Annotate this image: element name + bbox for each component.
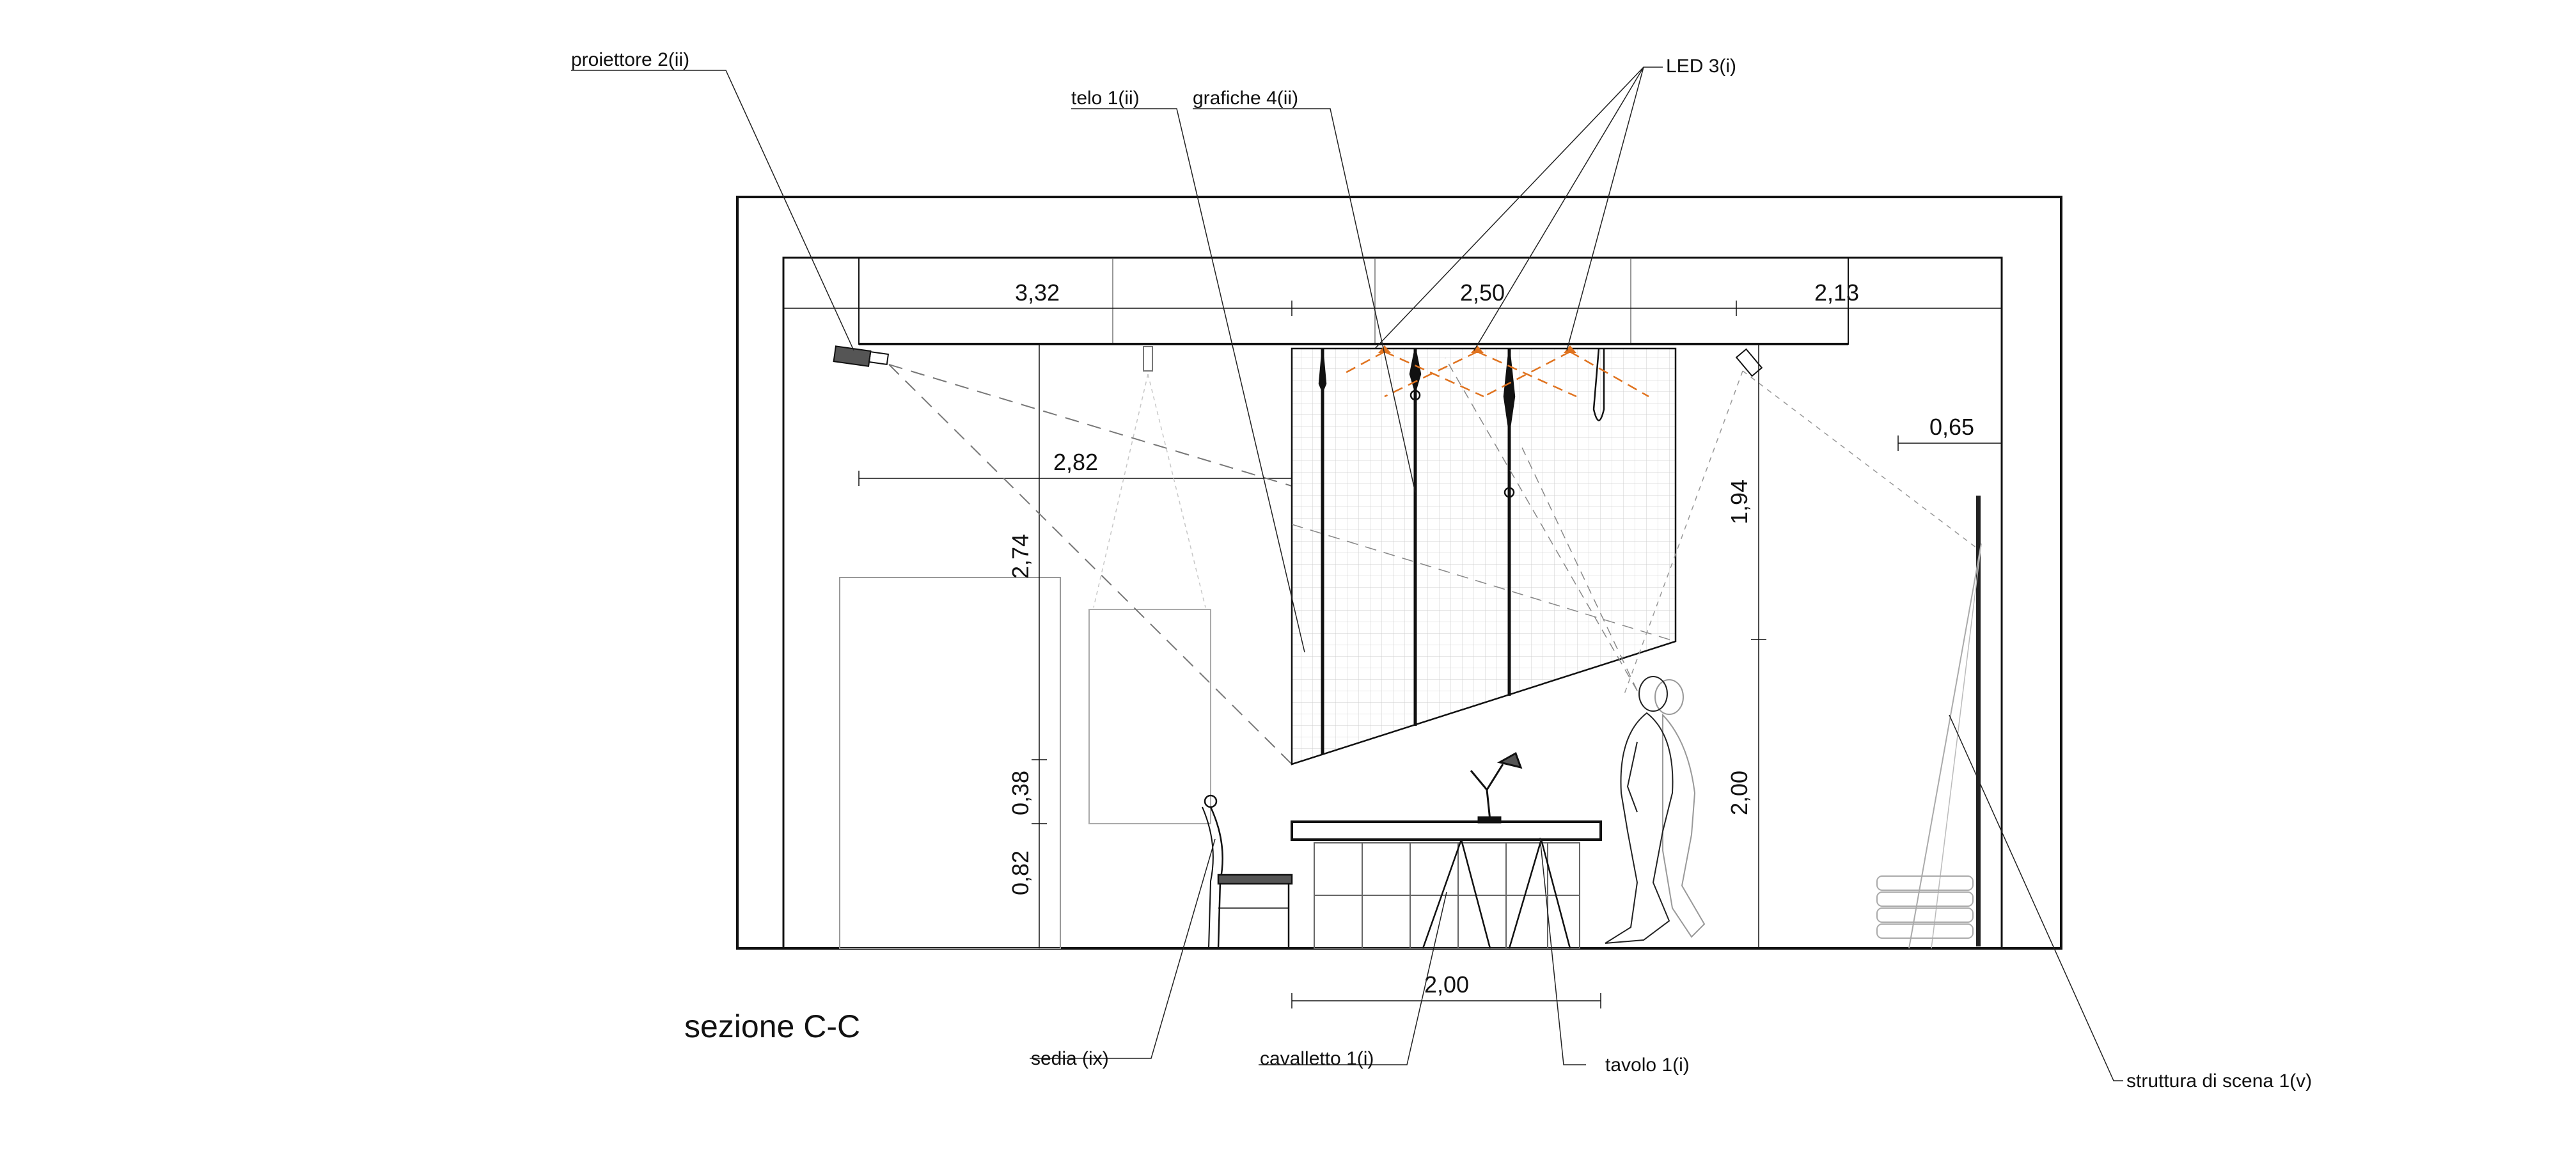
label-led: LED 3(i)	[1666, 56, 1736, 77]
dimension-height-lower: 0,82	[1007, 851, 1033, 895]
door	[839, 577, 1061, 949]
label-struttura: struttura di scena 1(v)	[2126, 1071, 2312, 1092]
trestle	[1422, 839, 1571, 949]
dimension-top-left: 3,32	[1015, 279, 1060, 306]
dimension-projector-offset: 2,82	[1053, 449, 1098, 475]
label-telo: telo 1(ii)	[1071, 88, 1140, 109]
label-proiettore: proiettore 2(ii)	[571, 49, 689, 70]
table-width-dimension	[1291, 993, 1601, 1008]
top-dimension-line	[783, 301, 2002, 316]
led-lights	[1342, 350, 1649, 398]
right-height-dimension	[1751, 344, 1766, 948]
label-cavalletto: cavalletto 1(i)	[1260, 1048, 1374, 1069]
label-grafiche: grafiche 4(ii)	[1193, 88, 1298, 109]
dimension-right-upper: 1,94	[1726, 480, 1752, 524]
dimension-right-lower: 2,00	[1726, 771, 1752, 815]
desk-lamp	[1470, 751, 1523, 824]
ceiling-spot	[1143, 346, 1153, 372]
projector-offset-dimension	[858, 471, 1292, 486]
picture-frame	[1088, 609, 1211, 824]
projector-right	[1735, 348, 1763, 377]
dimension-height-upper: 2,74	[1007, 534, 1033, 579]
led-fixtures	[1378, 345, 1576, 353]
ceiling-truss	[858, 257, 1849, 345]
right-offset-dimension	[1897, 435, 2002, 451]
projector-left-beam	[888, 364, 1292, 765]
left-height-dimension	[1032, 344, 1047, 948]
table	[1291, 820, 1602, 949]
visitor-figures	[1605, 676, 1706, 944]
hanging-straps	[1318, 348, 1605, 498]
projector-right-beam	[1624, 370, 1980, 694]
section-title: sezione C-C	[684, 1008, 860, 1044]
dimension-top-center: 2,50	[1460, 279, 1505, 306]
label-sedia: sedia (ix)	[1031, 1048, 1109, 1069]
ceiling-spot-cone	[1093, 373, 1206, 608]
chair	[1202, 794, 1293, 949]
leader-lines	[571, 67, 2123, 1081]
projector-left	[833, 345, 890, 367]
dimension-right-offset: 0,65	[1929, 414, 1974, 440]
dimension-height-middle: 0,38	[1007, 771, 1033, 815]
dimension-table-width: 2,00	[1424, 971, 1469, 998]
stage-structure	[1876, 496, 1982, 949]
dimension-top-right: 2,13	[1814, 279, 1859, 306]
projection-screen	[1291, 347, 1677, 765]
label-tavolo: tavolo 1(i)	[1605, 1055, 1690, 1076]
visitor-sightlines	[1445, 357, 1638, 691]
